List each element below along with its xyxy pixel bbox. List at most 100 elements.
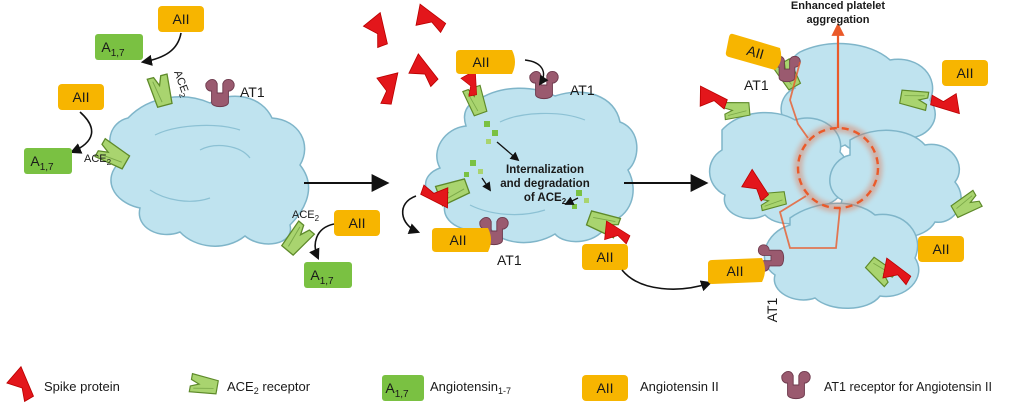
internalization-label-1: Internalization [506,164,584,176]
svg-text:ACE2 receptor: ACE2 receptor [227,379,311,396]
degraded-ace2-fragment [572,204,577,209]
enhanced-aggregation-title-2: aggregation [807,14,870,26]
angiotensin-badge [304,262,352,288]
arrow [524,59,549,86]
enhanced-aggregation-title-1: Enhanced platelet [791,0,885,12]
aggregation-line [778,195,841,249]
aggregation-line [789,61,809,139]
legend-ace2-suffix: receptor [259,379,311,394]
aggregation-highlight-circle [796,126,880,210]
angiotensin-badge [382,375,424,401]
angiotensin-badge [334,210,380,236]
internalization-label-2: and degradation [500,178,589,190]
aii-label: AII [745,42,766,62]
angiotensin-badge [432,228,491,252]
aii-label: AII [596,249,613,265]
aii-label: AII [956,65,973,81]
at1-label: AT1 [744,77,769,93]
legend: Spike protein ACE2 receptor A1,7 Angiote… [4,366,992,405]
svg-text:A1,7: A1,7 [385,380,409,400]
spike-protein-icon [361,12,396,51]
at1-label: AT1 [764,297,780,322]
svg-text:of ACE2: of ACE2 [524,192,567,206]
panel-3: Enhanced platelet aggregation AII AT1 AI… [696,0,988,322]
legend-ace2-subscript: 2 [254,386,259,396]
legend-aii-badge: AII [596,380,613,396]
angiotensin-badge [918,236,964,262]
angiotensin-badge [582,375,628,401]
at1-receptor-icon [781,370,811,400]
degraded-ace2-fragment [464,172,469,177]
legend-a17-badge-sub: 1,7 [395,389,409,400]
arrow [401,195,421,234]
ace2-subscript: 2 [315,214,320,223]
arrow [496,141,520,162]
angiotensin-badge [95,34,143,60]
ace2-label: ACE [292,209,315,221]
arrow [309,223,335,261]
arrow [564,196,579,205]
aii-label: AII [72,89,89,105]
degraded-ace2-fragment [486,139,491,144]
legend-a17-badge: A [385,380,395,396]
ace2-label: ACE [84,153,107,165]
angiotensin-badge [708,258,765,284]
svg-text:A1,7: A1,7 [101,39,125,59]
ace2-label: ACE [171,69,190,94]
degraded-ace2-fragment [478,169,483,174]
angiotensin-badge [158,6,204,32]
degraded-ace2-fragment [492,130,498,136]
spike-protein-icon [4,366,42,405]
legend-spike-label: Spike protein [44,379,120,394]
a17-subscript: 1,7 [40,162,54,173]
ace2-receptor-icon [188,373,220,397]
at1-label: AT1 [570,82,595,98]
legend-a17-label: Angiotensin [430,379,498,394]
angiotensin-badge [58,84,104,110]
internalization-label-3: of ACE [524,192,562,204]
svg-text:ACE2: ACE2 [292,209,320,223]
svg-text:A1,7: A1,7 [310,267,334,287]
a17-label: A [310,267,320,283]
a17-subscript: 1,7 [111,48,125,59]
svg-text:ACE2: ACE2 [84,153,112,167]
degraded-ace2-fragment [484,121,490,127]
arrow [481,177,492,192]
svg-text:ACE2: ACE2 [169,69,192,100]
internalization-subscript: 2 [562,197,567,206]
degraded-ace2-fragment [584,198,589,203]
arrow [140,32,182,66]
cell-shape [424,87,638,244]
arrow [621,269,713,292]
at1-label: AT1 [240,84,265,100]
angiotensin-badge [24,148,72,174]
degraded-ace2-fragment [470,160,476,166]
legend-at1-label: AT1 receptor for Angiotensin II [824,380,992,394]
angiotensin-badge [725,33,782,70]
svg-text:Angiotensin1-7: Angiotensin1-7 [430,379,511,396]
panel-1: AII A1,7 ACE2 AT1 AII ACE2 A1,7 ACE2 AII… [24,6,380,288]
angiotensin-badge [456,50,515,74]
spike-protein-icon [376,72,401,106]
a17-label: A [30,153,40,169]
legend-aii-label: Angiotensin II [640,379,719,394]
spike-protein-icon [405,53,444,90]
angiotensin-badge [582,244,628,270]
spike-protein-icon [696,85,730,112]
a17-label: A [101,39,111,55]
svg-text:A1,7: A1,7 [30,153,54,173]
ace2-subscript: 2 [177,92,187,100]
aii-label: AII [726,263,743,279]
degraded-ace2-fragment [576,190,582,196]
aii-label: AII [172,11,189,27]
at1-label: AT1 [497,252,522,268]
aii-label: AII [449,232,466,248]
a17-subscript: 1,7 [320,276,334,287]
angiotensin-badge [942,60,988,86]
spike-protein-icon [412,3,450,36]
legend-ace2-label: ACE [227,379,254,394]
legend-a17-subscript: 1-7 [498,386,511,396]
arrow [69,111,93,154]
panel-2: Internalization and degradation of ACE2 … [361,3,638,270]
